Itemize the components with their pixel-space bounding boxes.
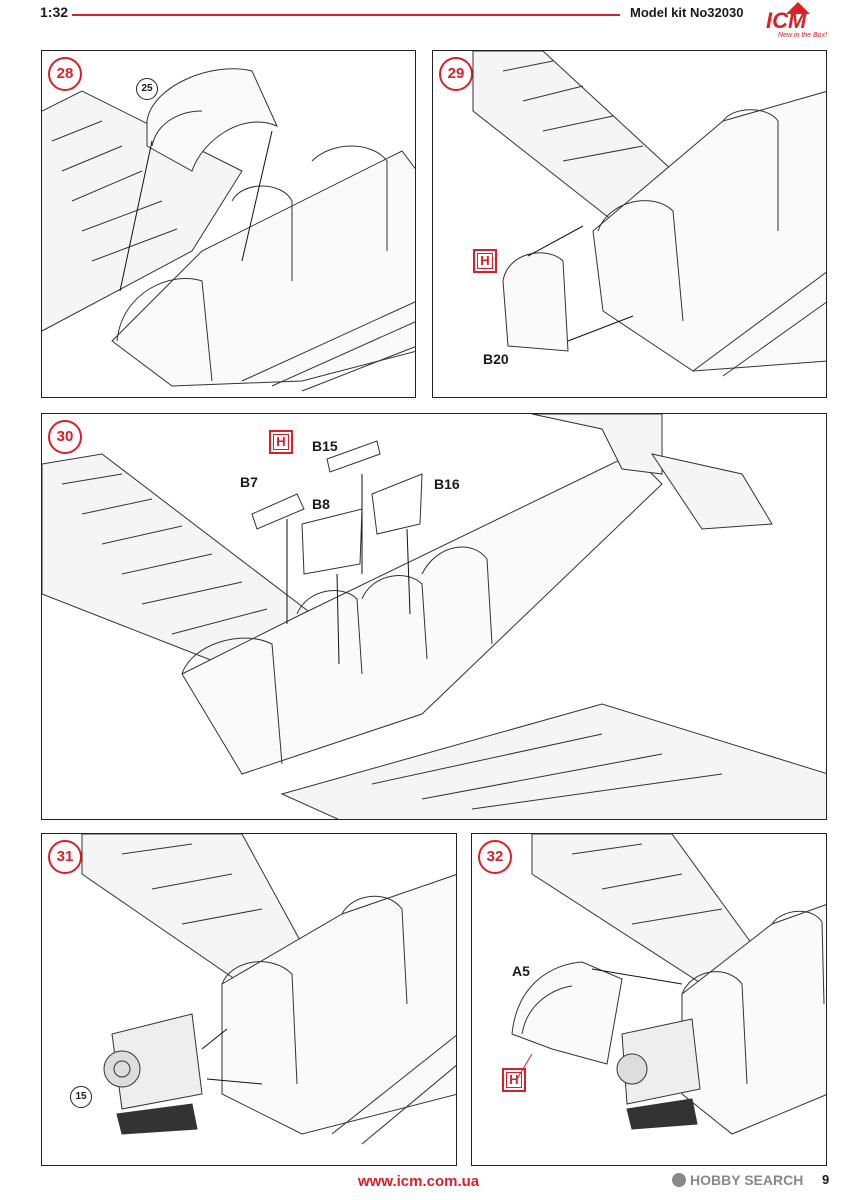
part-label-a5: A5 [512,963,530,979]
assembly-drawing [81,834,456,1145]
subassembly-ref: 25 [136,78,158,100]
step-29-panel: 29 H B20 [432,50,827,398]
step-28-panel: 28 25 [41,50,416,398]
hobby-search-watermark: HOBBY SEARCH [672,1172,803,1188]
header-rule [72,14,620,16]
logo-tagline: New in the Box! [778,32,828,39]
sprue-h-marker: H [269,430,293,454]
assembly-drawing [42,414,826,819]
step-31-panel: 31 15 [41,833,457,1166]
step-number: 31 [48,840,82,874]
watermark-icon [672,1173,686,1187]
logo-text: ICM [766,8,807,33]
part-label-b7: B7 [240,474,258,490]
step-30-panel: 30 H B15 B7 B8 B16 [41,413,827,820]
watermark-text: HOBBY SEARCH [690,1172,804,1188]
scale-label: 1:32 [40,4,69,20]
sprue-h-marker: H [502,1068,526,1092]
step-32-panel: 32 A5 H [471,833,827,1166]
step-number: 29 [439,57,473,91]
part-label-b15: B15 [312,438,338,454]
assembly-drawing [42,68,415,392]
subassembly-ref: 15 [70,1086,92,1108]
step-number: 30 [48,420,82,454]
part-label-b16: B16 [434,476,460,492]
assembly-drawing [472,51,826,377]
icm-logo: ICM New in the Box! [758,0,838,42]
part-label-b20: B20 [483,351,509,367]
assembly-drawing [511,834,826,1135]
step-number: 28 [48,57,82,91]
part-label-b8: B8 [312,496,330,512]
model-kit-number: Model kit No32030 [630,5,744,20]
website-link[interactable]: www.icm.com.ua [358,1173,480,1190]
step-number: 32 [478,840,512,874]
page-number: 9 [822,1172,830,1187]
sprue-h-marker: H [473,249,497,273]
